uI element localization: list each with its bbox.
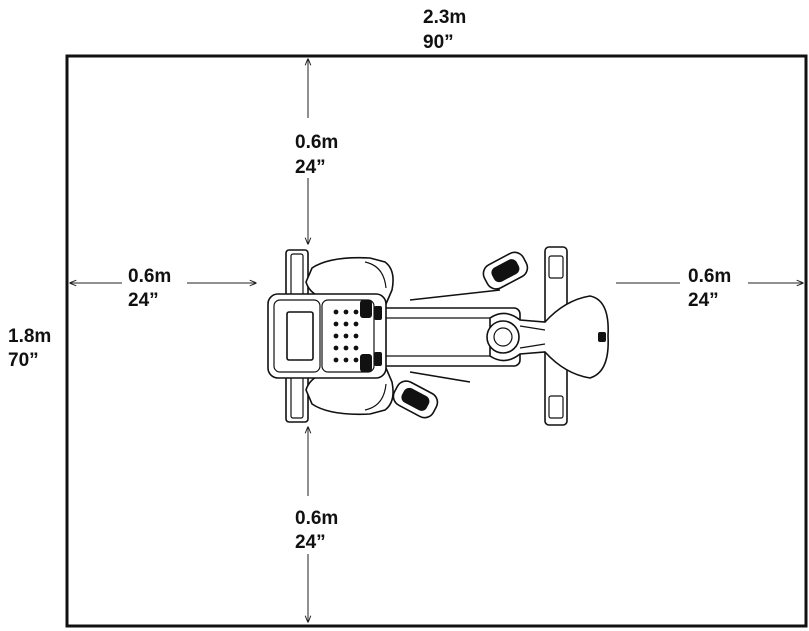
overall-length-in: 90”: [423, 32, 454, 53]
overall-width-in: 70”: [8, 350, 39, 371]
left-clearance-m: 0.6m: [128, 266, 171, 287]
right-clearance-m: 0.6m: [688, 266, 731, 287]
overall-length-m: 2.3m: [423, 7, 466, 28]
top-clearance-in: 24”: [295, 157, 326, 178]
footprint-outline: [65, 54, 808, 628]
right-clearance-in: 24”: [688, 290, 719, 311]
left-clearance-in: 24”: [128, 290, 159, 311]
elliptical-machine-topview-icon: [267, 246, 609, 426]
bottom-clearance-m: 0.6m: [295, 508, 338, 529]
bottom-clearance-in: 24”: [295, 532, 326, 553]
overall-width-m: 1.8m: [8, 326, 51, 347]
top-clearance-m: 0.6m: [295, 132, 338, 153]
